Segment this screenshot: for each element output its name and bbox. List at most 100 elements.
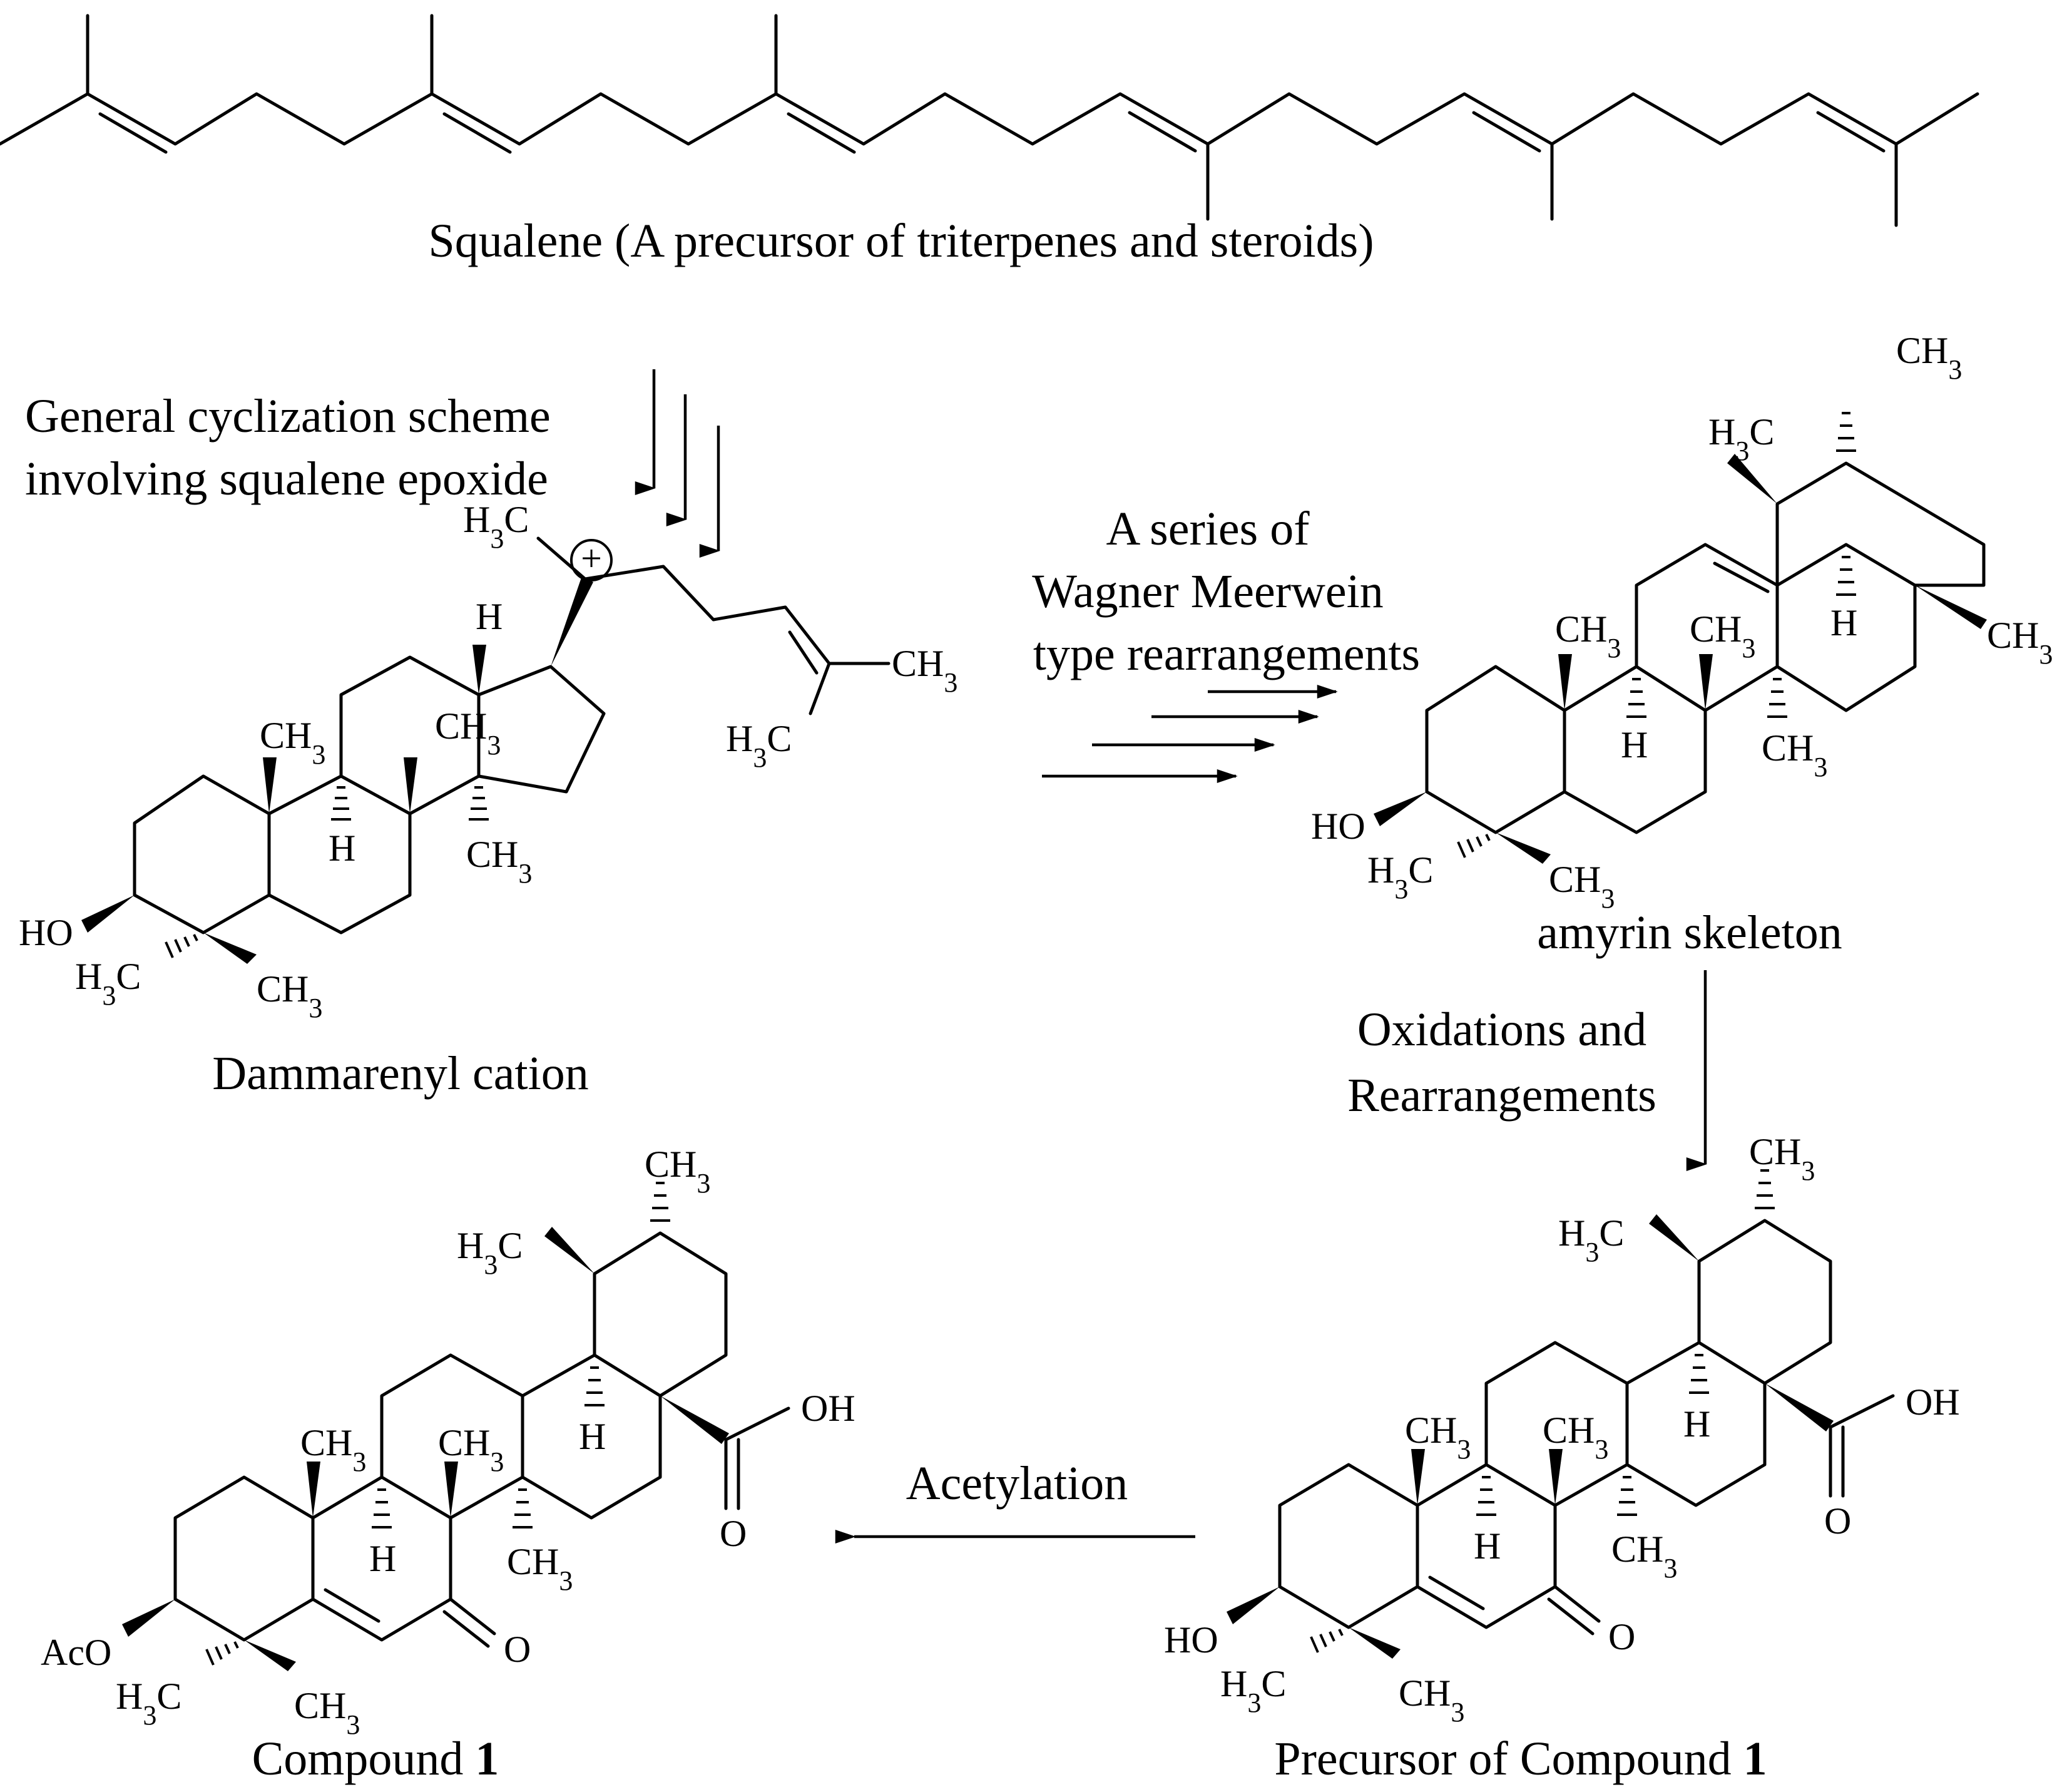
dammarenyl-side-chain: [583, 565, 891, 665]
precursor-wedge-ch3-b: [1549, 1449, 1563, 1505]
compound1-aco: AcO: [41, 1632, 111, 1673]
precursor-o-ketone: O: [1608, 1616, 1635, 1657]
precursor-hashes: [1310, 1169, 1775, 1653]
squalene-double-bond: [1472, 111, 1541, 153]
amyrin-ring-d: [1775, 543, 1917, 712]
squalene-double-bond: [787, 112, 856, 154]
amyrin-ring-c: [1635, 543, 1779, 712]
compound1-h3c-bottom: H3C: [116, 1676, 181, 1731]
acetylation-label: Acetylation: [906, 1457, 1128, 1510]
compound1-hashes: [205, 1182, 670, 1666]
amyrin-ring-a: [1425, 665, 1566, 834]
cyclization-label-line2: involving squalene epoxide: [25, 453, 548, 505]
precursor-structure: [1227, 1169, 1895, 1659]
dammarenyl-ch3-bottom: CH3: [257, 968, 322, 1023]
dammarenyl-h-label: H: [476, 596, 503, 637]
compound1-caption: Compound 1: [252, 1733, 499, 1785]
compound1-ch3-b: CH3: [438, 1422, 504, 1477]
precursor-ring-a: [1278, 1463, 1419, 1629]
precursor-wedge-ho: [1227, 1587, 1280, 1624]
precursor-ch3-b: CH3: [1543, 1410, 1608, 1465]
dammarenyl-h-alpha: H: [329, 827, 355, 869]
compound1-caption-text: Compound: [252, 1733, 476, 1785]
dammarenyl-cation-plus: +: [581, 538, 602, 579]
dammarenyl-ch3-b: CH3: [435, 705, 501, 760]
compound1-ketone-bond: [449, 1597, 496, 1636]
dammarenyl-wedge-h: [472, 645, 486, 695]
amyrin-h3c-bottom: H3C: [1367, 849, 1433, 904]
precursor-caption: Precursor of Compound 1: [1274, 1733, 1767, 1785]
precursor-ring-e: [1697, 1219, 1832, 1385]
compound1-ch3-a: CH3: [300, 1422, 366, 1477]
amyrin-hashes: [1457, 412, 1856, 858]
compound1-ch3-bottom: CH3: [294, 1685, 360, 1740]
oxidations-label-line1: Oxidations and: [1357, 1003, 1646, 1056]
precursor-ch3-a: CH3: [1405, 1410, 1471, 1465]
precursor-caption-number: 1: [1743, 1733, 1767, 1785]
precursor-ch3-top: CH3: [1749, 1131, 1815, 1186]
dammarenyl-caption: Dammarenyl cation: [212, 1047, 588, 1100]
amyrin-wedge-ho: [1374, 792, 1427, 826]
compound1-h-e: H: [579, 1416, 606, 1457]
dammarenyl-cation-circle: [570, 539, 613, 581]
compound1-o-ketone: O: [504, 1629, 531, 1670]
dammarenyl-ring-a: [133, 774, 271, 934]
amyrin-wedge-ch3-a: [1558, 654, 1572, 710]
amyrin-structure: [1374, 412, 1987, 864]
precursor-double-bond: [1428, 1575, 1485, 1610]
amyrin-ch3-a: CH3: [1555, 608, 1621, 663]
amyrin-caption: amyrin skeleton: [1537, 906, 1842, 959]
precursor-ch3-c: CH3: [1611, 1528, 1677, 1584]
compound1-ch3-c: CH3: [507, 1541, 573, 1596]
precursor-wedge-ch3-a: [1411, 1449, 1425, 1505]
compound1-double-bond: [324, 1588, 380, 1623]
amyrin-ch3-top: CH3: [1896, 330, 1962, 385]
compound1-ring-c: [380, 1353, 524, 1520]
compound1-acid-oh: [724, 1406, 790, 1441]
dammarenyl-ring-b: [267, 774, 412, 934]
precursor-wedge-ch3-bottom: [1349, 1627, 1401, 1659]
amyrin-ho: HO: [1311, 806, 1365, 847]
compound1-ketone-bond-2: [442, 1610, 490, 1648]
precursor-ring-c: [1484, 1341, 1629, 1507]
amyrin-wedge-ch3-right: [1915, 585, 1987, 629]
precursor-h-e: H: [1683, 1403, 1710, 1445]
amyrin-ch3-right: CH3: [1987, 615, 2053, 670]
compound1-o-acid: O: [720, 1513, 747, 1554]
squalene-double-bond: [442, 112, 512, 154]
dammarenyl-ch3-c: CH3: [466, 834, 532, 889]
precursor-oh: OH: [1906, 1381, 1960, 1423]
dammarenyl-ring-d: [477, 665, 606, 794]
dammarenyl-side-chain-methyl: [809, 662, 831, 715]
compound1-h3c-top: H3C: [457, 1225, 523, 1280]
dammarenyl-c20-methyl: [536, 536, 587, 581]
precursor-wedge-cooh: [1765, 1383, 1834, 1431]
compound1-ring-e: [593, 1231, 728, 1398]
dammarenyl-hash-ch3: [469, 786, 489, 821]
dammarenyl-h3c-tail: H3C: [726, 718, 792, 773]
dammarenyl-wedge-ch3-b: [404, 757, 417, 814]
compound1-caption-number: 1: [475, 1733, 499, 1785]
amyrin-wedge-ch3-b: [1699, 654, 1713, 710]
precursor-ketone-bond-2: [1547, 1597, 1595, 1636]
compound1-ch3-top: CH3: [645, 1144, 710, 1199]
precursor-wedge-h3c: [1649, 1214, 1699, 1261]
dammarenyl-ho: HO: [19, 912, 73, 953]
compound1-wedge-aco: [122, 1599, 175, 1637]
amyrin-wedge-ch3-bottom: [1496, 832, 1551, 864]
wagner-label-line1: A series of: [1106, 503, 1310, 555]
precursor-ch3-bottom: CH3: [1399, 1672, 1464, 1728]
squalene-structure: [0, 14, 1979, 227]
dammarenyl-wedge-ch3-bottom: [203, 933, 257, 964]
squalene-double-bond: [1816, 111, 1886, 153]
amyrin-ch3-bottom: CH3: [1549, 859, 1615, 914]
precursor-h3c-bottom: H3C: [1220, 1663, 1286, 1718]
precursor-caption-text: Precursor of Compound: [1274, 1733, 1743, 1785]
oxidations-label-line2: Rearrangements: [1347, 1069, 1656, 1122]
amyrin-ring-b: [1563, 665, 1707, 834]
compound1-structure: [122, 1182, 790, 1671]
compound1-wedge-ch3-b: [444, 1462, 458, 1518]
squalene-caption: Squalene (A precursor of triterpenes and…: [428, 215, 1374, 267]
compound1-h-alpha: H: [369, 1538, 396, 1579]
compound1-ring-d: [521, 1353, 662, 1520]
